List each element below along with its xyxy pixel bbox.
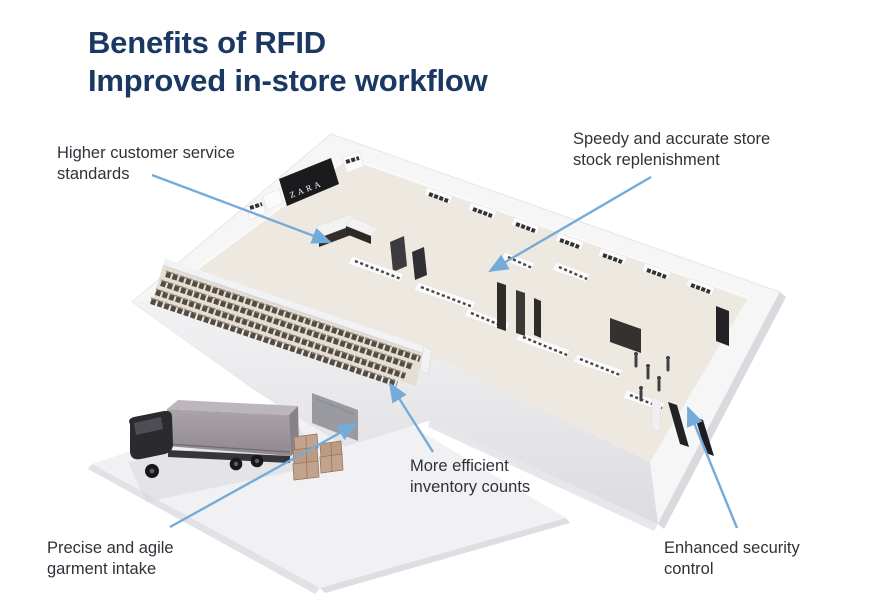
security-gate [668, 402, 689, 447]
callout-security-control: Enhanced security control [664, 539, 800, 578]
zara-sign [279, 158, 339, 206]
clothing-rack [610, 318, 641, 353]
wall-shelf-unit [685, 277, 716, 296]
shelf-row [150, 298, 398, 387]
leader-line-customer-service [151, 173, 332, 244]
cardboard-boxes [292, 433, 344, 481]
leader-line-security-control [686, 406, 739, 529]
clothing-rack [497, 282, 506, 331]
shelf-row [165, 271, 421, 362]
wall-shelf-unit [423, 186, 454, 205]
clothing-rack [390, 236, 407, 272]
clothing-rack [412, 247, 427, 280]
callout-stock-replenishment: Speedy and accurate store stock replenis… [573, 130, 771, 169]
truck-cargo-top [167, 400, 298, 415]
stockroom-shelf-rows [150, 270, 421, 387]
leader-lines [151, 173, 739, 529]
clothing-rack [534, 298, 541, 338]
shopper [657, 376, 661, 392]
store-building [131, 133, 786, 531]
display-table [515, 331, 571, 359]
wall-shelf-unit [554, 232, 585, 251]
front-wall-face [132, 300, 658, 524]
shopper [666, 356, 670, 372]
callout-inventory-counts: More efficient inventory counts [410, 457, 531, 496]
page-title-line2: Improved in-store workflow [88, 63, 488, 99]
wall-shelving [423, 186, 716, 296]
truck-wheels [145, 454, 264, 478]
page-title: Benefits of RFID Improved in-store workf… [88, 24, 488, 100]
wall-shelf-unit [467, 201, 498, 220]
leader-line-garment-intake [169, 422, 358, 529]
shopper [646, 364, 650, 380]
wall-shelf-unit [641, 262, 672, 281]
callout-customer-service: Higher customer service standards [57, 144, 235, 183]
wall-shelf-unit [510, 216, 541, 235]
page-title-line1: Benefits of RFID [88, 25, 326, 60]
wall-shelf-unit [597, 247, 628, 266]
leader-line-inventory-counts [388, 382, 435, 453]
callout-garment-intake: Precise and agile garment intake [47, 539, 174, 578]
sales-floor [155, 158, 748, 462]
shopper [634, 352, 638, 368]
clothing-racks [497, 282, 729, 353]
wall-display-panel [716, 306, 729, 346]
display-tables [347, 251, 666, 412]
stockroom [150, 258, 433, 387]
stockroom-divider-wall [162, 258, 426, 354]
leader-line-stock-replenishment [488, 175, 652, 273]
shelf-row [155, 289, 406, 379]
display-table [551, 261, 591, 283]
shelf-row [160, 280, 414, 370]
truck-windshield [134, 417, 163, 435]
truck-cab [129, 410, 173, 460]
display-table [572, 353, 624, 379]
clothing-rack [516, 290, 525, 336]
delivery-truck [129, 400, 299, 478]
shoppers [634, 352, 670, 402]
shopper [639, 386, 643, 402]
display-table [347, 255, 405, 283]
truck-cargo-side [166, 409, 291, 456]
